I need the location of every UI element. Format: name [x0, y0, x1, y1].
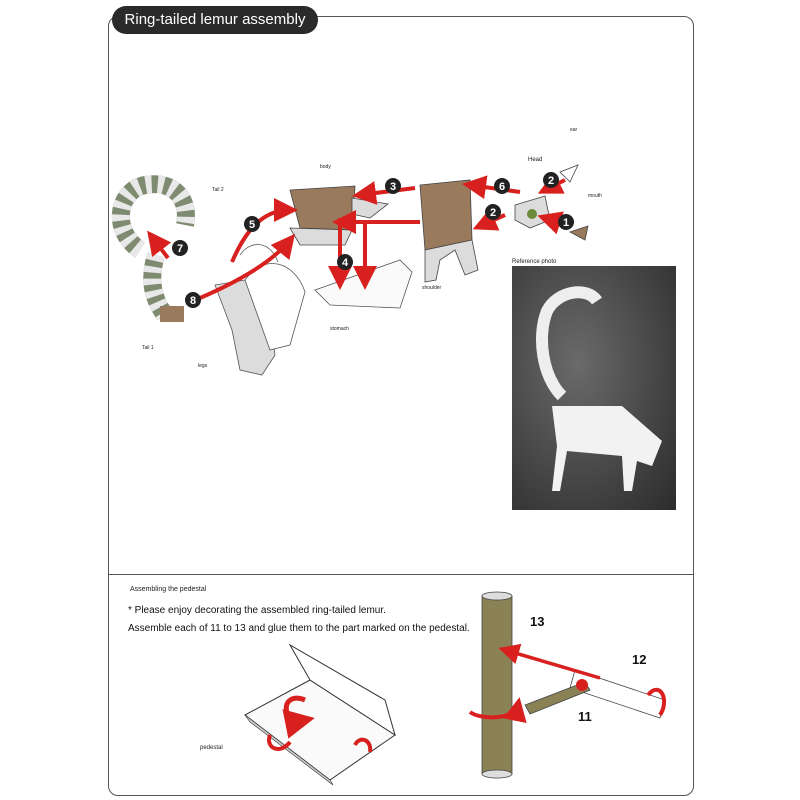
reference-photo-lemur [536, 286, 662, 491]
part-number-11: 11 [578, 709, 592, 724]
label-shoulder: shoulder [422, 285, 442, 291]
label-body: body [320, 164, 331, 170]
assembly-arrows [147, 172, 571, 300]
step-3: 3 [390, 181, 396, 193]
tail1-part [143, 252, 184, 322]
label-tail1: Tail 1 [142, 345, 154, 351]
label-tail2: Tail 2 [212, 187, 224, 193]
reference-photo-label: Reference photo [512, 259, 557, 265]
label-head: Head [528, 157, 543, 163]
step-2b: 2 [490, 207, 496, 219]
pedestal-pole [468, 591, 527, 779]
reference-photo [512, 266, 676, 510]
label-mouth: mouth [588, 193, 602, 199]
pedestal-part-12 [498, 643, 667, 719]
pedestal-note-line2: Assemble each of 11 to 13 and glue them … [128, 623, 470, 634]
part-number-13: 13 [530, 614, 545, 629]
step-5: 5 [249, 219, 255, 231]
step-badges: 1 2 2 3 4 5 6 7 8 [172, 172, 574, 308]
pedestal-note-line1: * Please enjoy decorating the assembled … [128, 605, 386, 616]
step-4: 4 [342, 257, 349, 269]
section-divider [108, 574, 694, 575]
step-6: 6 [499, 181, 505, 193]
step-8: 8 [190, 295, 196, 307]
pedestal-part-11 [524, 679, 591, 715]
label-ear: ear [570, 127, 578, 133]
step-2a: 2 [548, 175, 554, 187]
part-number-12: 12 [632, 652, 647, 667]
step-1: 1 [563, 217, 569, 229]
label-pedestal: pedestal [200, 745, 223, 751]
step-7: 7 [177, 243, 183, 255]
label-stomach: stomach [330, 326, 349, 332]
pedestal-board [244, 643, 396, 786]
shoulder-part [419, 179, 479, 283]
label-legs: legs [198, 363, 208, 369]
pedestal-section-title: Assembling the pedestal [130, 586, 207, 593]
diagram-title: Ring-tailed lemur assembly [112, 6, 318, 34]
legs-part [214, 244, 306, 376]
tail2-part [111, 175, 195, 258]
diagram-frame [108, 16, 694, 796]
